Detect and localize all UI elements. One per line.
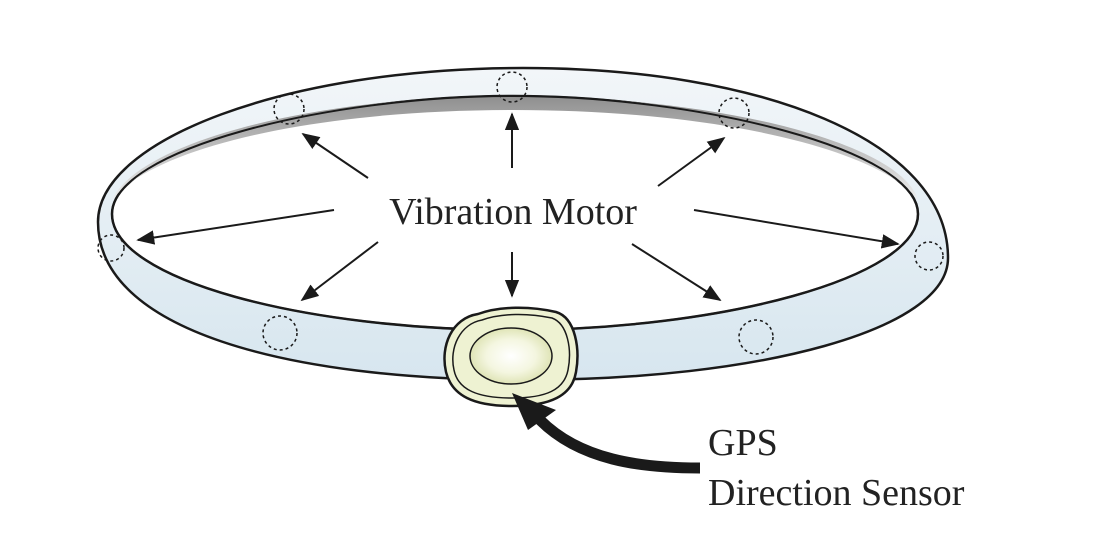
vibration-motor-5 <box>914 241 944 271</box>
direction-arrows <box>136 112 900 302</box>
vibration-motor-1 <box>496 71 528 103</box>
vibration-motor-label: Vibration Motor <box>389 191 637 233</box>
arrow-down-left <box>300 241 379 302</box>
vibration-motor-2 <box>273 93 305 125</box>
gps-sensor-module <box>443 306 579 408</box>
vibration-motors <box>97 71 944 355</box>
direction-sensor-label: Direction Sensor <box>708 472 965 514</box>
sensor-inner <box>469 327 553 385</box>
gps-label: GPS <box>708 422 778 464</box>
arrow-up-left <box>301 132 369 179</box>
vibration-motor-7 <box>738 319 774 355</box>
band-inner-shadow <box>112 96 918 200</box>
vibration-motor-3 <box>718 97 750 129</box>
vibration-motor-6 <box>262 315 298 351</box>
arrow-right <box>693 209 900 249</box>
vibration-motor-4 <box>97 234 125 262</box>
arrow-down-right <box>631 243 722 301</box>
sensor-pointer-arrow <box>512 393 701 474</box>
arrow-left <box>136 209 335 245</box>
arrow-up-right <box>657 136 726 187</box>
